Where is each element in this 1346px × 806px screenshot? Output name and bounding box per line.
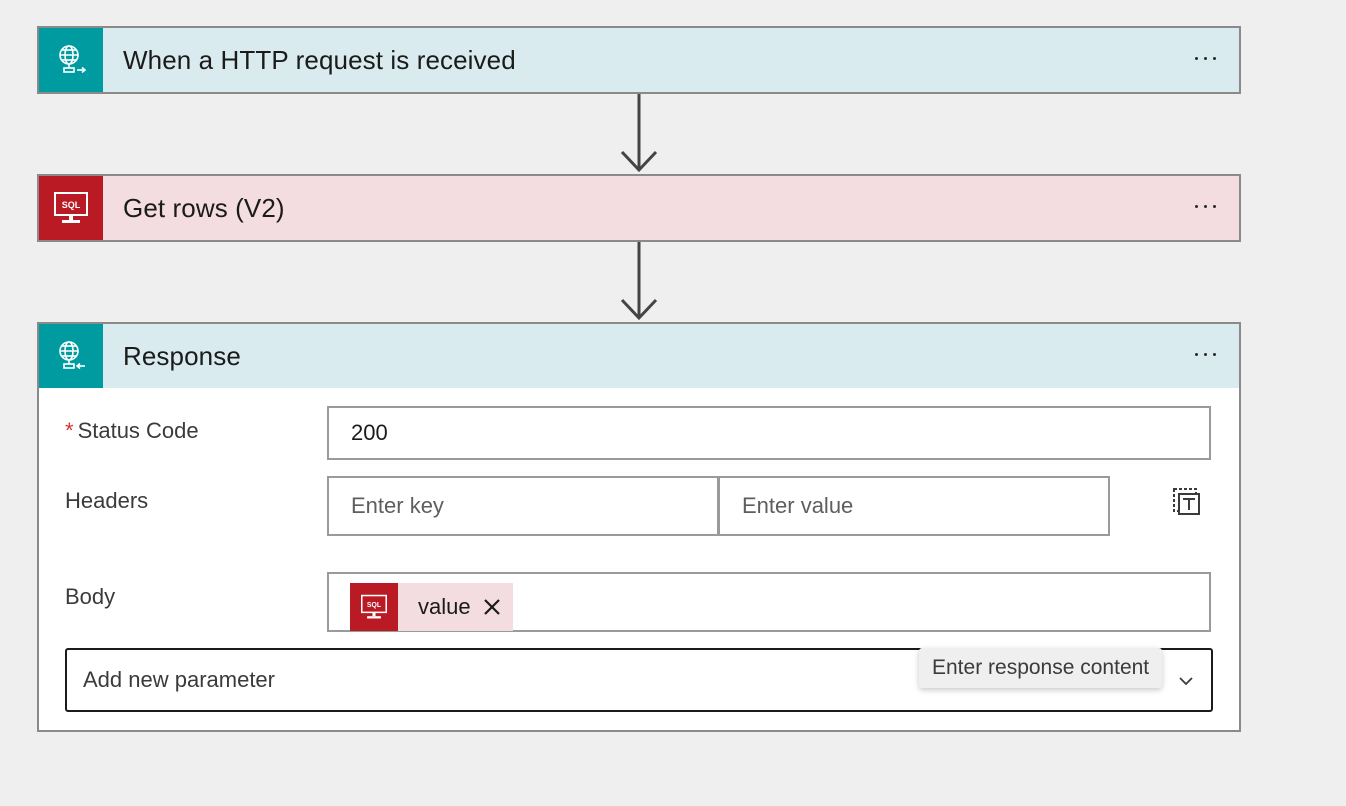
more-options-icon[interactable] — [1187, 190, 1223, 222]
add-new-parameter-placeholder: Add new parameter — [83, 667, 275, 692]
status-code-label-text: Status Code — [77, 418, 199, 443]
more-options-icon[interactable] — [1187, 42, 1223, 74]
response-card-header[interactable]: Response — [39, 324, 1239, 388]
token-label: value — [418, 594, 471, 619]
close-icon[interactable] — [481, 596, 503, 618]
response-title: Response — [123, 340, 241, 371]
status-code-value: 200 — [351, 420, 388, 445]
get-rows-card-header[interactable]: SQL Get rows (V2) — [39, 176, 1239, 240]
trigger-card-header[interactable]: When a HTTP request is received — [39, 28, 1239, 92]
header-key-input[interactable]: Enter key — [327, 476, 719, 536]
get-rows-card[interactable]: SQL Get rows (V2) — [37, 174, 1241, 242]
globe-response-icon — [39, 324, 103, 388]
header-value-placeholder: Enter value — [742, 493, 854, 518]
globe-request-icon — [39, 28, 103, 92]
trigger-card[interactable]: When a HTTP request is received — [37, 26, 1241, 94]
svg-text:SQL: SQL — [367, 602, 381, 609]
status-code-input[interactable]: 200 — [327, 406, 1211, 460]
sql-server-icon: SQL — [39, 176, 103, 240]
body-label: Body — [65, 584, 116, 609]
response-card[interactable]: Response *Status Code 200 Headers Enter … — [37, 322, 1241, 732]
tooltip: Enter response content — [919, 648, 1163, 688]
more-options-icon[interactable] — [1187, 338, 1223, 370]
header-key-placeholder: Enter key — [351, 493, 444, 518]
text-mode-switch-icon[interactable] — [1171, 486, 1203, 518]
svg-text:SQL: SQL — [62, 200, 81, 210]
body-input[interactable]: SQL value — [327, 572, 1211, 632]
trigger-title: When a HTTP request is received — [123, 44, 516, 75]
chevron-down-icon — [1179, 677, 1193, 686]
flow-connector-arrow — [620, 94, 658, 173]
headers-label: Headers — [65, 488, 149, 513]
dynamic-content-token[interactable]: SQL value — [350, 583, 513, 631]
required-mark: * — [65, 418, 74, 443]
status-code-label: *Status Code — [65, 418, 199, 444]
flow-connector-arrow — [620, 242, 658, 321]
header-value-input[interactable]: Enter value — [718, 476, 1110, 536]
get-rows-title: Get rows (V2) — [123, 192, 285, 223]
sql-server-icon: SQL — [350, 583, 398, 631]
